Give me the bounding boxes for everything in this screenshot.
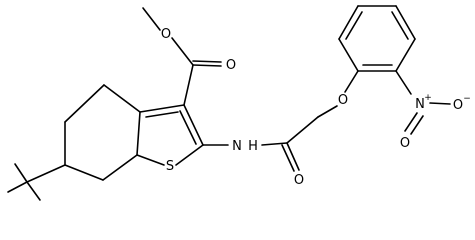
atom-O_nitro: O [400,136,410,151]
atom-labels: O O N H O O N + O − O S [161,27,471,188]
bond [26,164,66,183]
bond [183,64,194,106]
bond [192,64,222,67]
bond [145,111,179,118]
atom-O_nitro_minus-symbol: O [453,98,463,113]
bond [395,38,416,72]
bond [183,104,204,146]
bond [261,142,288,146]
bond [14,163,28,183]
bond [171,37,194,66]
bond [344,70,359,93]
atom-N_nitro: N + [415,93,432,112]
bond [103,84,141,113]
bond [286,116,319,144]
bond [338,5,359,40]
atom-N_amide-suffix: H [248,139,258,154]
bond [64,164,104,181]
bond [7,181,28,193]
atom-O_nitro_minus: O − [453,94,471,113]
atom-O_ether: O [338,93,348,108]
bond [317,105,338,118]
bond [136,154,165,166]
atom-N_amide-symbol: N [232,139,242,154]
bond [139,104,185,113]
bond [64,84,105,123]
bond [175,144,204,166]
bond [142,7,161,31]
bond [410,115,424,135]
bonds [7,5,451,201]
bond [429,102,451,105]
atom-N_nitro-symbol: N [415,97,425,112]
atom-S_thiophene: S [166,159,174,174]
bond [136,111,141,156]
bond [281,144,295,172]
bond [286,142,300,171]
atom-O_ester_carbonyl: O [226,58,236,73]
atom-O_methoxy: O [161,27,171,42]
atom-O_nitro_minus-charge: − [463,94,471,104]
atom-N_nitro-charge: + [424,93,432,103]
bond [345,11,363,40]
bond [395,5,416,40]
atom-O_amide_carbonyl: O [294,173,304,188]
bond [179,110,197,145]
bond [192,60,222,63]
bond [391,11,409,40]
bond [404,112,418,132]
bond [395,70,412,95]
atom-N_amide: N H [232,139,258,154]
bond [26,181,41,201]
bond [338,38,359,72]
bond [102,154,138,181]
molecule-structure: O O N H O O N + O − O S [7,5,471,201]
